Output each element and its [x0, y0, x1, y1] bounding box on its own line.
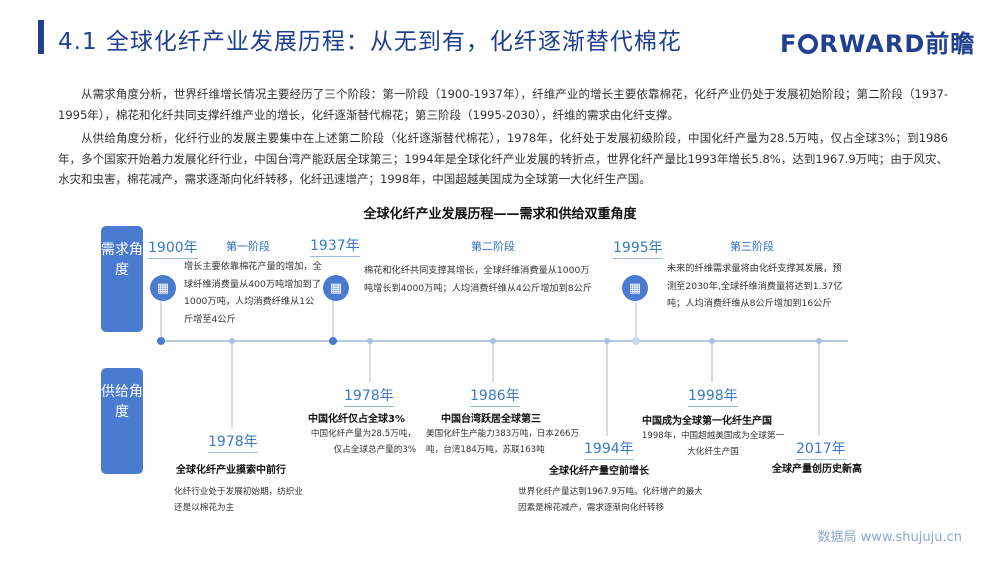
demand-phase-1: 第一阶段	[226, 240, 270, 253]
demand-phase-3: 第三阶段	[730, 240, 774, 253]
boxes-icon: ▦	[622, 275, 648, 301]
source-watermark: 数据局 www.shujuju.cn	[817, 530, 962, 545]
page-title: 4.1 全球化纤产业发展历程：从无到有，化纤逐渐替代棉花	[58, 29, 682, 55]
demand-text-1: 增长主要依靠棉花产量的增加，全球纤维消费量从400万吨增加到了1000万吨，人均…	[184, 261, 322, 325]
supply-year-1978-china: 1978年	[344, 385, 394, 407]
supply-head-2: 中国化纤仅占全球3%	[308, 414, 405, 425]
dot-1998	[709, 338, 715, 344]
dot-1978a	[229, 338, 235, 344]
dot-1937	[329, 337, 337, 345]
supply-text-4: 世界化纤产量达到1967.9万吨。化纤增产的最大因素是棉花减产，需求逐渐向化纤转…	[518, 487, 703, 513]
demand-year-1937: 1937年	[310, 235, 360, 257]
supply-year-1994: 1994年	[584, 438, 634, 460]
demand-text-2: 棉花和化纤共同支撑其增长，全球纤维消费量从1000万吨增长到4000万吨；人均消…	[364, 265, 593, 294]
dot-1986	[490, 338, 496, 344]
supply-year-1986: 1986年	[470, 385, 520, 407]
supply-head-6: 全球产量创历史新高	[772, 464, 862, 475]
logo-prefix: F	[780, 30, 798, 58]
supply-text-3: 美国化纤生产能力383万吨，日本266万吨，台湾184万吨，苏联163吨	[426, 429, 580, 455]
dot-2017	[816, 338, 822, 344]
title-accent-bar	[38, 20, 44, 54]
brand-logo: F RWARD前瞻	[780, 24, 975, 59]
supply-year-1998: 1998年	[688, 385, 738, 407]
dot-1900	[157, 337, 165, 345]
supply-text-2: 中国化纤产量为28.5万吨，仅占全球总产量的3%	[310, 429, 416, 455]
paragraph-supply: 从供给角度分析，化纤行业的发展主要集中在上述第二阶段（化纤逐渐替代棉花），197…	[58, 131, 948, 186]
boxes-icon: ▦	[323, 275, 349, 301]
dot-1995	[632, 337, 640, 345]
demand-year-1995: 1995年	[613, 237, 663, 259]
supply-text-1: 化纤行业处于发展初始期，纺织业还是以棉花为主	[174, 487, 303, 513]
chart-title: 全球化纤产业发展历程——需求和供给双重角度	[363, 207, 637, 222]
dot-1978b	[367, 338, 373, 344]
supply-year-2017: 2017年	[796, 438, 846, 460]
supply-head-5: 中国成为全球第一化纤生产国	[642, 416, 772, 427]
supply-text-5: 1998年，中国超越美国成为全球第一大化纤生产国	[641, 431, 785, 457]
boxes-icon: ▦	[150, 275, 176, 301]
logo-ring-icon	[798, 34, 819, 54]
demand-year-1900: 1900年	[148, 237, 198, 259]
supply-head-3: 中国台湾跃居全球第三	[441, 414, 541, 425]
demand-phase-2: 第二阶段	[471, 240, 515, 253]
supply-year-1978-global: 1978年	[208, 431, 258, 453]
supply-side-label: 供给角度	[101, 368, 143, 474]
logo-suffix: RWARD前瞻	[819, 30, 976, 58]
supply-head-4: 全球化纤产量空前增长	[549, 466, 649, 477]
supply-head-1: 全球化纤产业摸索中前行	[176, 465, 286, 476]
dot-1994	[604, 338, 610, 344]
paragraph-demand: 从需求角度分析，世界纤维增长情况主要经历了三个阶段：第一阶段（1900-1937…	[58, 87, 948, 122]
demand-text-3: 未来的纤维需求量将由化纤支撑其发展，预测至2030年,全球纤维消费量将达到1.3…	[667, 263, 843, 309]
demand-side-label: 需求角度	[101, 226, 143, 332]
